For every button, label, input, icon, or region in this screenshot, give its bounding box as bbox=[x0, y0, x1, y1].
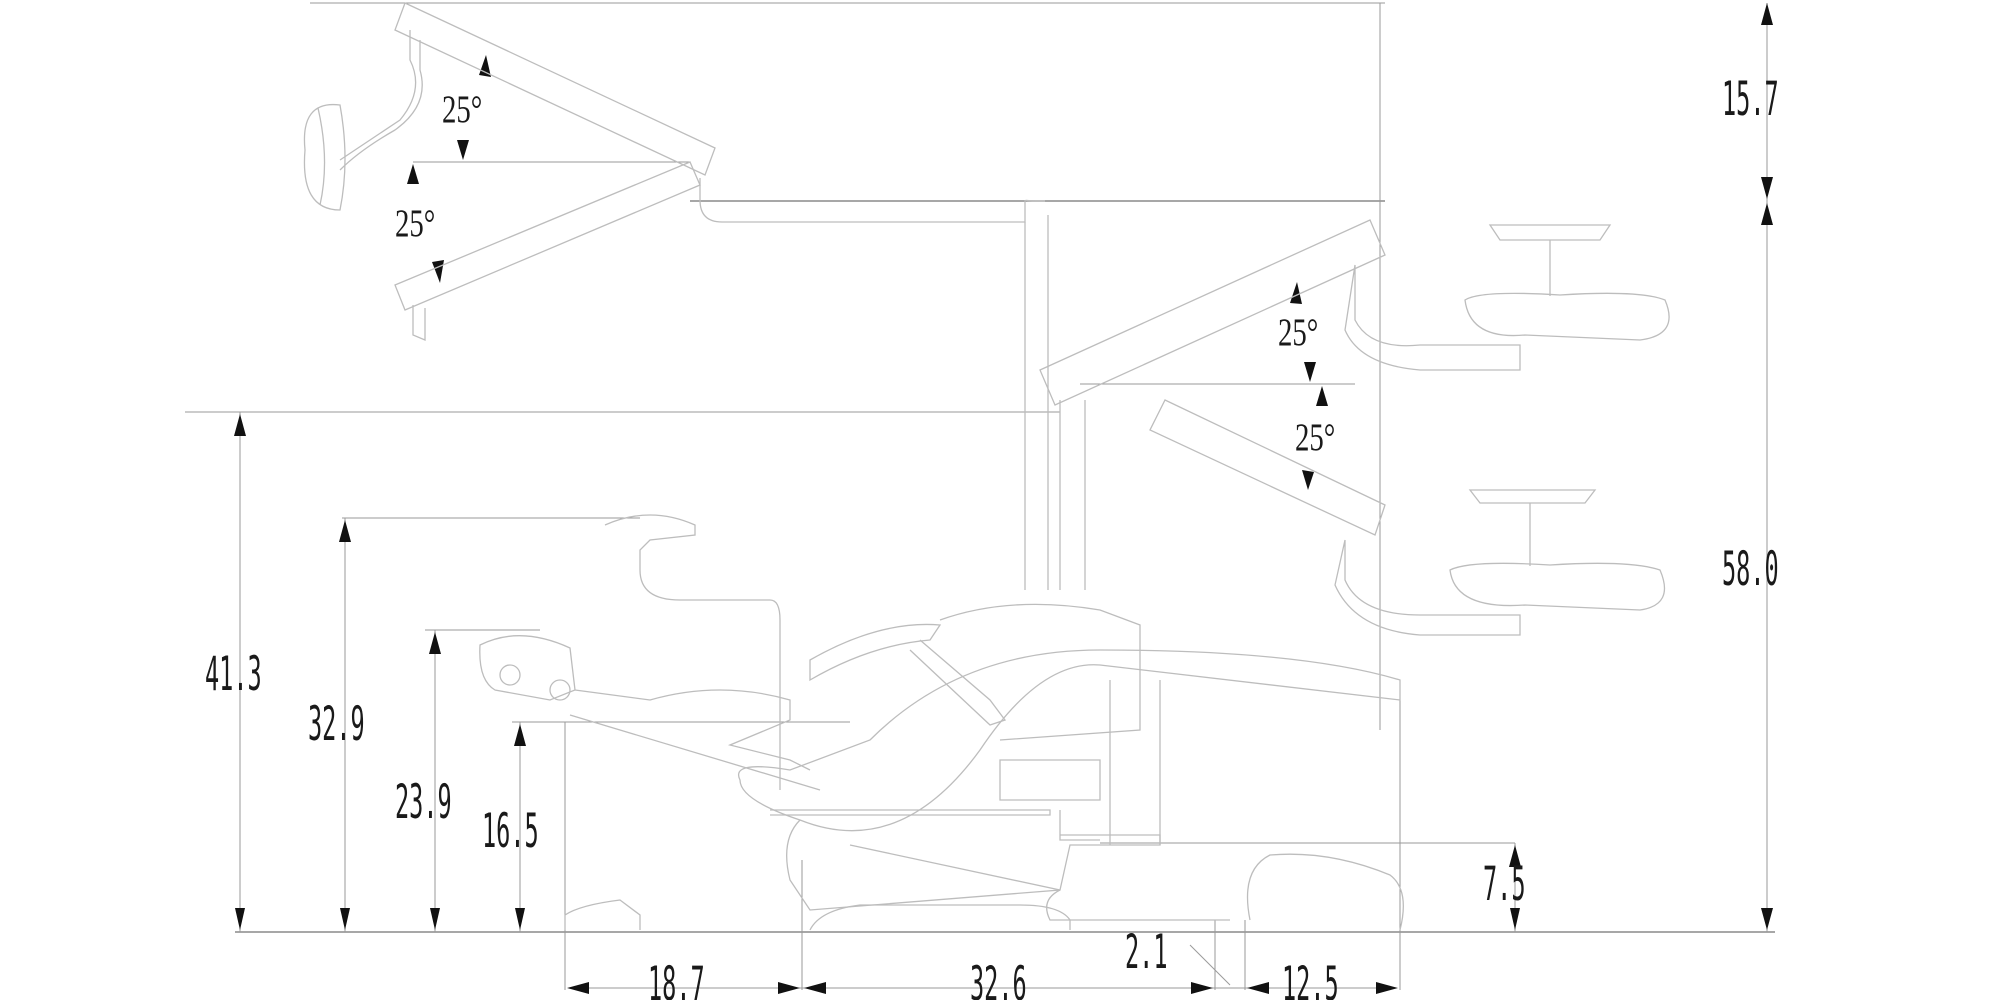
angle-light-down: 25° bbox=[395, 202, 435, 245]
dim-seat-height: 16.5 bbox=[482, 803, 539, 859]
instrument-tray-arm bbox=[1039, 219, 1670, 636]
dim-base-height: 7.5 bbox=[1483, 856, 1526, 912]
dimension-labels: 15.7 58.0 41.3 32.9 23.9 16.5 7.5 18.7 3… bbox=[205, 71, 1779, 1000]
angle-tray-up: 25° bbox=[1278, 311, 1318, 354]
dim-gap: 2.1 bbox=[1125, 924, 1168, 980]
dim-footrest-height: 23.9 bbox=[395, 774, 452, 830]
arrowheads bbox=[234, 3, 1773, 994]
angle-tray-down: 25° bbox=[1295, 416, 1335, 459]
dim-base-length: 32.6 bbox=[970, 956, 1027, 1000]
operating-light-arm bbox=[303, 2, 1049, 590]
dim-front-length: 18.7 bbox=[648, 956, 705, 1000]
dim-rear-length: 12.5 bbox=[1282, 956, 1339, 1000]
dim-headrest-height: 41.3 bbox=[205, 646, 262, 702]
extension-lines bbox=[185, 2, 1775, 990]
dental-chair bbox=[479, 514, 1404, 931]
dim-overall-height: 58.0 bbox=[1722, 541, 1779, 597]
dim-armrest-height: 32.9 bbox=[308, 696, 365, 752]
angle-light-up: 25° bbox=[442, 88, 482, 131]
dim-light-arm-offset: 15.7 bbox=[1722, 71, 1779, 127]
